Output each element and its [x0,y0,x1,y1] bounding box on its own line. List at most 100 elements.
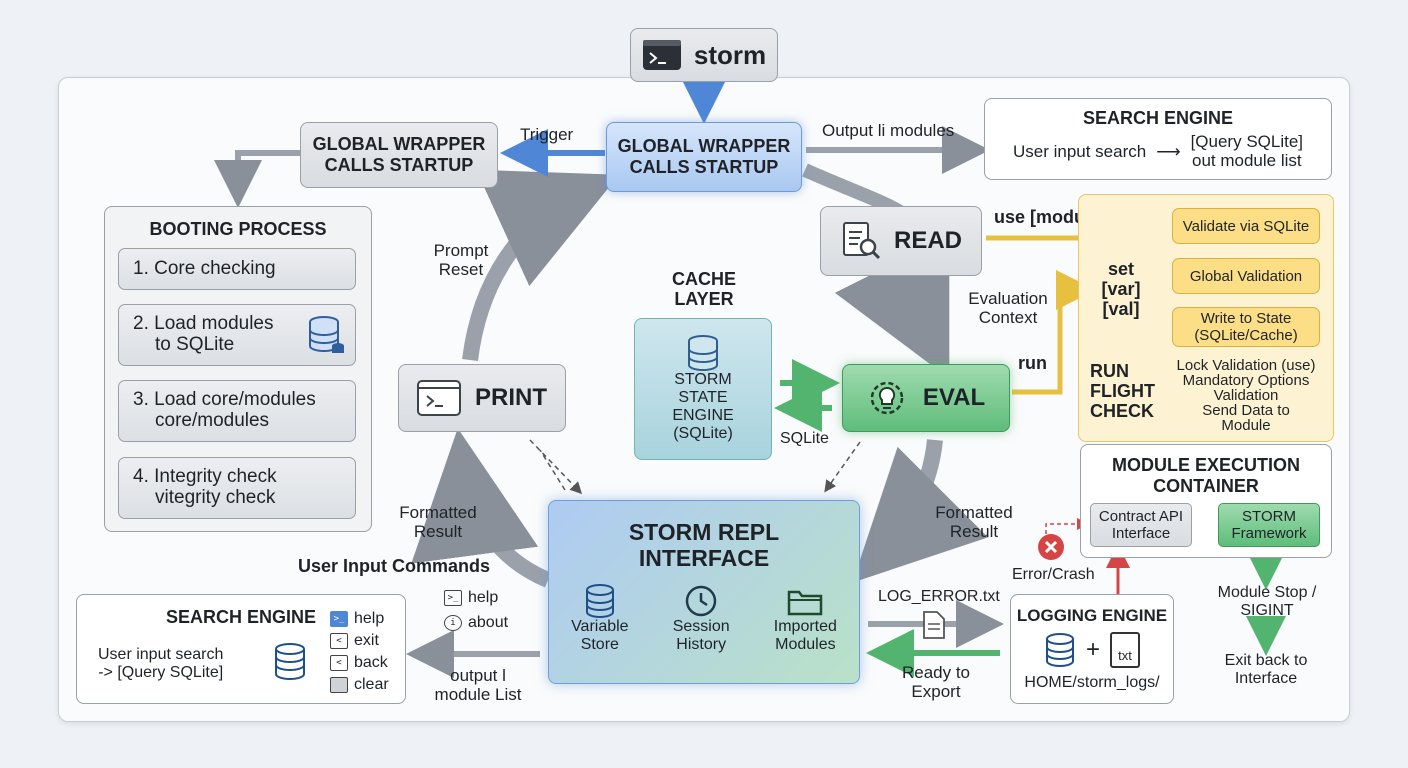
run-flight-line3: CHECK [1090,400,1155,421]
search-top-right-2: out module list [1191,150,1302,170]
repl-item-session-history[interactable]: Session History [673,584,730,654]
arrow-wrapper-to-booting [214,150,302,208]
formatted-right-line1: Formatted [935,503,1013,522]
prompt-reset-label: Prompt Reset [426,241,496,279]
wrapper-center-line1: GLOBAL WRAPPER [617,136,791,156]
search-cmd-back-label: back [354,654,388,671]
booting-step-3-line2: core/modules [155,410,270,431]
repl-item-variable-store[interactable]: Variable Store [571,583,629,654]
contract-line2: Interface [1111,525,1171,542]
arrow-run [1012,270,1096,395]
logging-title: LOGGING ENGINE [1016,606,1168,625]
repl-item-imported-modules[interactable]: Imported Modules [774,584,837,654]
user-input-commands-title: User Input Commands [298,556,491,576]
repl-item-1-l1: Variable [571,617,629,635]
logging-file-label: txt [1118,648,1132,663]
output-list-line1: output l [450,666,506,685]
repl-title-line1: STORM REPL [628,519,780,545]
trigger-label: Trigger [520,125,574,144]
lock-line3: Validation [1213,387,1279,404]
dashed-repl-print [539,449,566,491]
formatted-right-line2: Result [949,521,999,541]
formatted-left-line2: Result [413,521,463,541]
search-engine-top: SEARCH ENGINE User input search ⟶ [Query… [984,98,1332,180]
eval-context-label: Evaluation Context [948,289,1068,327]
output-list-label: output l module List [430,666,526,704]
dashed-print-repl [529,439,583,495]
set-var-line1: set [var] [1101,259,1141,299]
search-cmd-help[interactable]: >_help [330,608,389,630]
formatted-left-line1: Formatted [399,503,477,522]
storm-node: storm [630,28,778,82]
folder-icon [788,590,823,616]
storm-state-engine: STORM STATE ENGINE (SQLite) [634,318,772,460]
search-top-left: User input search [1012,141,1147,161]
user-cmd-help[interactable]: >_help [444,589,498,607]
storm-title: storm [693,39,767,70]
output-modules-label: Output li modules [822,121,955,140]
repl-items: Variable Store Session History Imported … [549,583,859,654]
search-cmd-back[interactable]: < back [330,652,389,674]
eval-label: EVAL [922,384,986,411]
write-state-line2: (SQLite/Cache) [1194,327,1298,344]
exit-back-label: Exit back to Interface [1214,652,1318,687]
database-icon [309,316,344,353]
set-var-line2: [val] [1102,298,1140,319]
eval-context-line2: Context [978,307,1038,327]
booting-step-2: 2. Load modules to SQLite [118,304,356,366]
info-icon: i [444,614,462,631]
lock-line1: Lock Validation (use) [1176,357,1316,374]
module-stop-line2: SIGINT [1240,601,1294,619]
booting-step-4-line2: vitegrity check [155,487,276,508]
validate-sqlite-text: Validate via SQLite [1182,217,1310,235]
search-top-title: SEARCH ENGINE [1082,107,1234,128]
cache-l1: STORM [674,371,732,388]
search-bottom-line2: -> [Query SQLite] [98,663,224,681]
ready-line1: Ready to [901,663,971,682]
gear-lightbulb-icon [870,381,904,415]
container-title-line1: MODULE EXECUTION [1111,455,1300,475]
prompt-reset-line1: Prompt [433,241,489,260]
eval-node: EVAL [842,364,1010,432]
search-top-right-1: [Query SQLite] [1190,131,1304,151]
cache-title-line2: LAYER [674,288,734,309]
contract-line1: Contract API [1098,508,1184,525]
wrapper-left-line2: CALLS STARTUP [324,155,474,175]
exit-back-line2: Interface [1234,669,1298,687]
write-state-box: Write to State (SQLite/Cache) [1172,307,1320,347]
database-icon [688,335,718,371]
repl-item-3-l2: Modules [775,635,836,653]
terminal-icon [417,380,461,416]
search-cmd-clear[interactable]: clear [330,674,389,696]
storm-framework-line2: Framework [1231,525,1307,542]
write-state-line1: Write to State [1200,310,1292,327]
lock-line4: Send Data to [1202,402,1290,419]
output-list-line2: module List [434,684,522,704]
global-wrapper-left: GLOBAL WRAPPER CALLS STARTUP [300,122,498,188]
document-icon [923,611,945,639]
booting-step-3: 3. Load core/modules core/modules [118,380,356,442]
search-cmd-exit[interactable]: <exit [330,630,389,652]
lock-line2: Mandatory Options [1182,372,1310,389]
database-icon [1045,633,1074,667]
logging-plus: + [1085,636,1100,663]
logging-engine: LOGGING ENGINE + txt HOME/storm_logs/ [1010,594,1174,704]
ready-line2: Export [911,681,961,701]
search-bottom-line1: User input search [98,646,224,663]
database-icon [585,583,614,618]
lock-validation-text: Lock Validation (use) Mandatory Options … [1164,358,1328,433]
error-crash-label: Error/Crash [1012,566,1095,583]
global-validation-text: Global Validation [1189,267,1303,285]
formatted-left-label: Formatted Result [392,503,484,541]
set-var-label: set [var] [val] [1086,259,1156,319]
global-wrapper-center: GLOBAL WRAPPER CALLS STARTUP [606,122,802,192]
storm-repl-interface: STORM REPL INTERFACE Variable Store Sess… [548,500,860,684]
module-stop-line1: Module Stop / [1217,584,1317,601]
cache-title-line1: CACHE [671,269,736,289]
back-icon: < [330,654,348,671]
exit-back-line1: Exit back to [1224,652,1308,669]
txt-file-icon: txt [1110,632,1140,668]
print-label: PRINT [475,384,547,411]
